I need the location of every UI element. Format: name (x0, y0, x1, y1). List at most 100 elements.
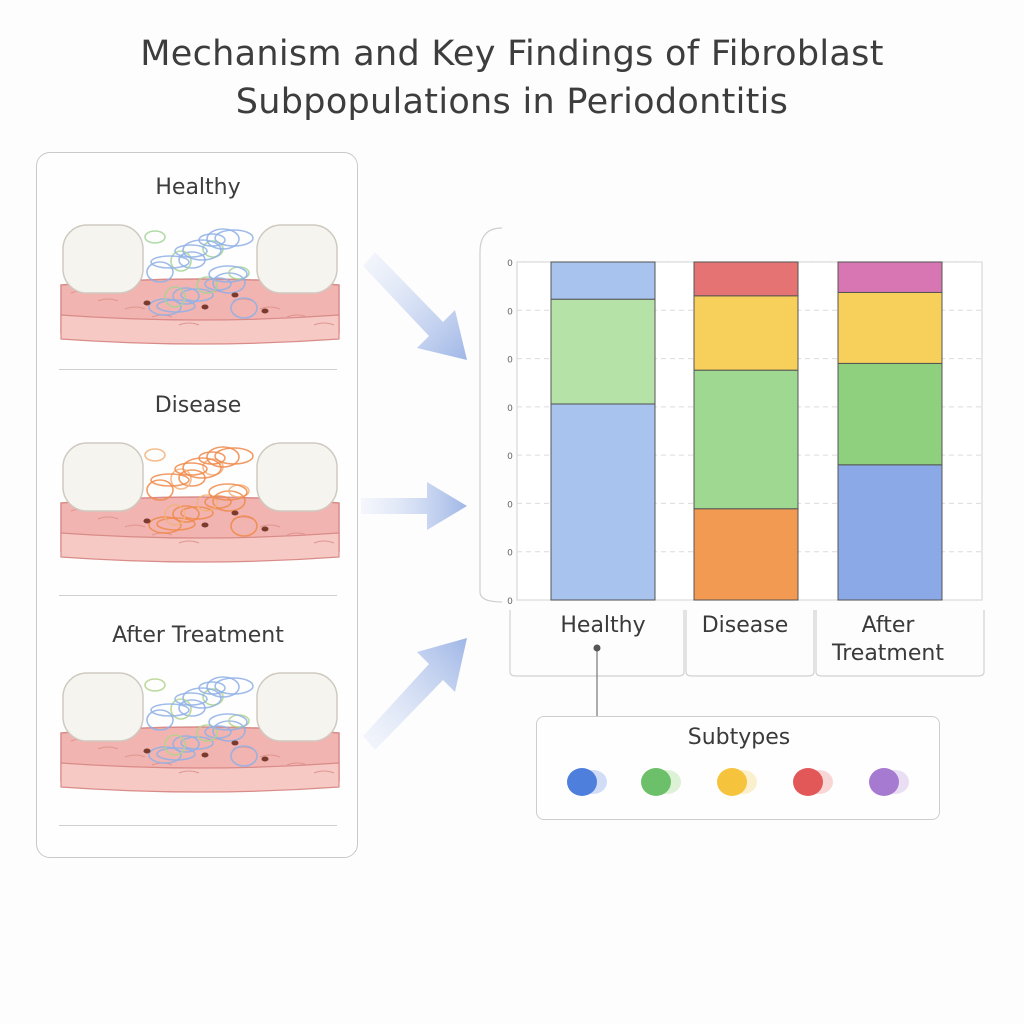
tissue-texture (178, 770, 200, 774)
fiber-loop (172, 287, 200, 305)
tissue-texture (313, 322, 335, 326)
fiber-loop (204, 495, 232, 509)
gum-lower-layer (60, 532, 340, 563)
bar-segment (693, 261, 799, 297)
bar-segment (837, 291, 943, 364)
fibroblast-cluster (144, 228, 258, 319)
fiber-loop (150, 255, 190, 269)
fiber-loop (174, 244, 208, 258)
disease-tissue-illustration (60, 442, 340, 563)
fibroblast-cluster (144, 446, 258, 537)
stage-label-disease: Disease (154, 393, 242, 418)
fiber-loop (172, 735, 200, 753)
category-bracket (815, 610, 985, 677)
tissue-texture (313, 540, 335, 544)
fiber-loop (182, 687, 222, 709)
fiber-loop (170, 250, 192, 272)
bar-segment (837, 362, 943, 466)
tooth-left (62, 672, 144, 742)
tissue-texture (97, 516, 119, 520)
stage-divider (59, 825, 337, 826)
bar-segment (693, 508, 799, 601)
fiber-loop (170, 698, 192, 720)
bar-segment (837, 261, 943, 293)
fiber-loop (204, 277, 232, 291)
y-tick-label: 0 (507, 307, 513, 317)
fiber-loop (164, 734, 186, 756)
fiber-loop (182, 239, 222, 261)
tissue-texture (124, 524, 146, 528)
swatch-dot (793, 768, 823, 796)
tooth-right (256, 442, 338, 512)
fiber-loop (198, 681, 226, 695)
fiber-loop (144, 448, 166, 462)
swatch-dot (567, 768, 597, 796)
y-tick-label: 0 (507, 549, 513, 559)
bar-segment (550, 298, 656, 405)
category-bracket (685, 610, 815, 677)
stage-divider (59, 369, 337, 370)
tissue-texture (286, 532, 308, 536)
stage-healthy: Healthy (37, 173, 359, 373)
swatch-dot (641, 768, 671, 796)
stage-after-treatment: After Treatment (37, 621, 359, 826)
x-label-disease: Disease (701, 613, 789, 638)
legend-swatch-green (639, 767, 685, 797)
cell-nucleus (201, 752, 209, 758)
bar-segment (693, 295, 799, 371)
cell-nucleus (143, 518, 151, 524)
fiber-loop (146, 479, 174, 501)
legend-swatch-red (791, 767, 837, 797)
page-title: Mechanism and Key Findings of Fibroblast… (0, 30, 1024, 126)
arrow-disease-to-chart (361, 482, 467, 530)
legend-connector (593, 644, 601, 716)
subtypes-legend: Subtypes (536, 716, 940, 820)
title-line-1: Mechanism and Key Findings of Fibroblast (140, 34, 884, 74)
fiber-loop (164, 286, 186, 308)
swatch-dot (717, 768, 747, 796)
legend-swatch-blue (565, 767, 611, 797)
cell-nucleus (231, 740, 239, 746)
x-label-after-treatment: After Treatment (832, 613, 944, 666)
title-line-2: Subpopulations in Periodontitis (235, 82, 789, 122)
bar-segment (693, 369, 799, 510)
fiber-loop (144, 230, 166, 244)
fiber-loop (150, 703, 190, 717)
tissue-texture (259, 524, 281, 528)
bar-segment (550, 403, 656, 601)
gum-lower-layer (60, 762, 340, 793)
fiber-loop (206, 676, 240, 698)
tissue-texture (286, 762, 308, 766)
healthy-tissue-illustration (60, 224, 340, 345)
stage-label-healthy: Healthy (155, 175, 241, 200)
fiber-loop (208, 483, 248, 501)
fiber-loop (144, 678, 166, 692)
stage-divider (59, 595, 337, 596)
tissue-texture (259, 306, 281, 310)
arrow-treatment-to-chart (363, 638, 467, 750)
tissue-texture (124, 306, 146, 310)
fiber-loop (174, 462, 208, 476)
legend-swatches (537, 767, 941, 797)
fiber-loop (196, 276, 218, 294)
y-tick-label: 0 (507, 597, 513, 607)
cell-nucleus (201, 522, 209, 528)
fiber-loop (198, 451, 226, 465)
tissue-texture (97, 298, 119, 302)
cell-nucleus (231, 510, 239, 516)
fiber-loop (146, 709, 174, 731)
tooth-right (256, 672, 338, 742)
cell-nucleus (201, 304, 209, 310)
fiber-loop (196, 724, 218, 742)
fiber-loop (198, 233, 226, 247)
fiber-loop (208, 713, 248, 731)
fibroblast-cluster (144, 676, 258, 767)
y-tick-label: 0 (507, 452, 513, 462)
swatch-dot (869, 768, 899, 796)
y-tick-label: 0 (507, 404, 513, 414)
tissue-texture (178, 322, 200, 326)
fiber-loop (172, 505, 200, 523)
tissue-texture (313, 770, 335, 774)
axis-bracket (479, 227, 503, 603)
